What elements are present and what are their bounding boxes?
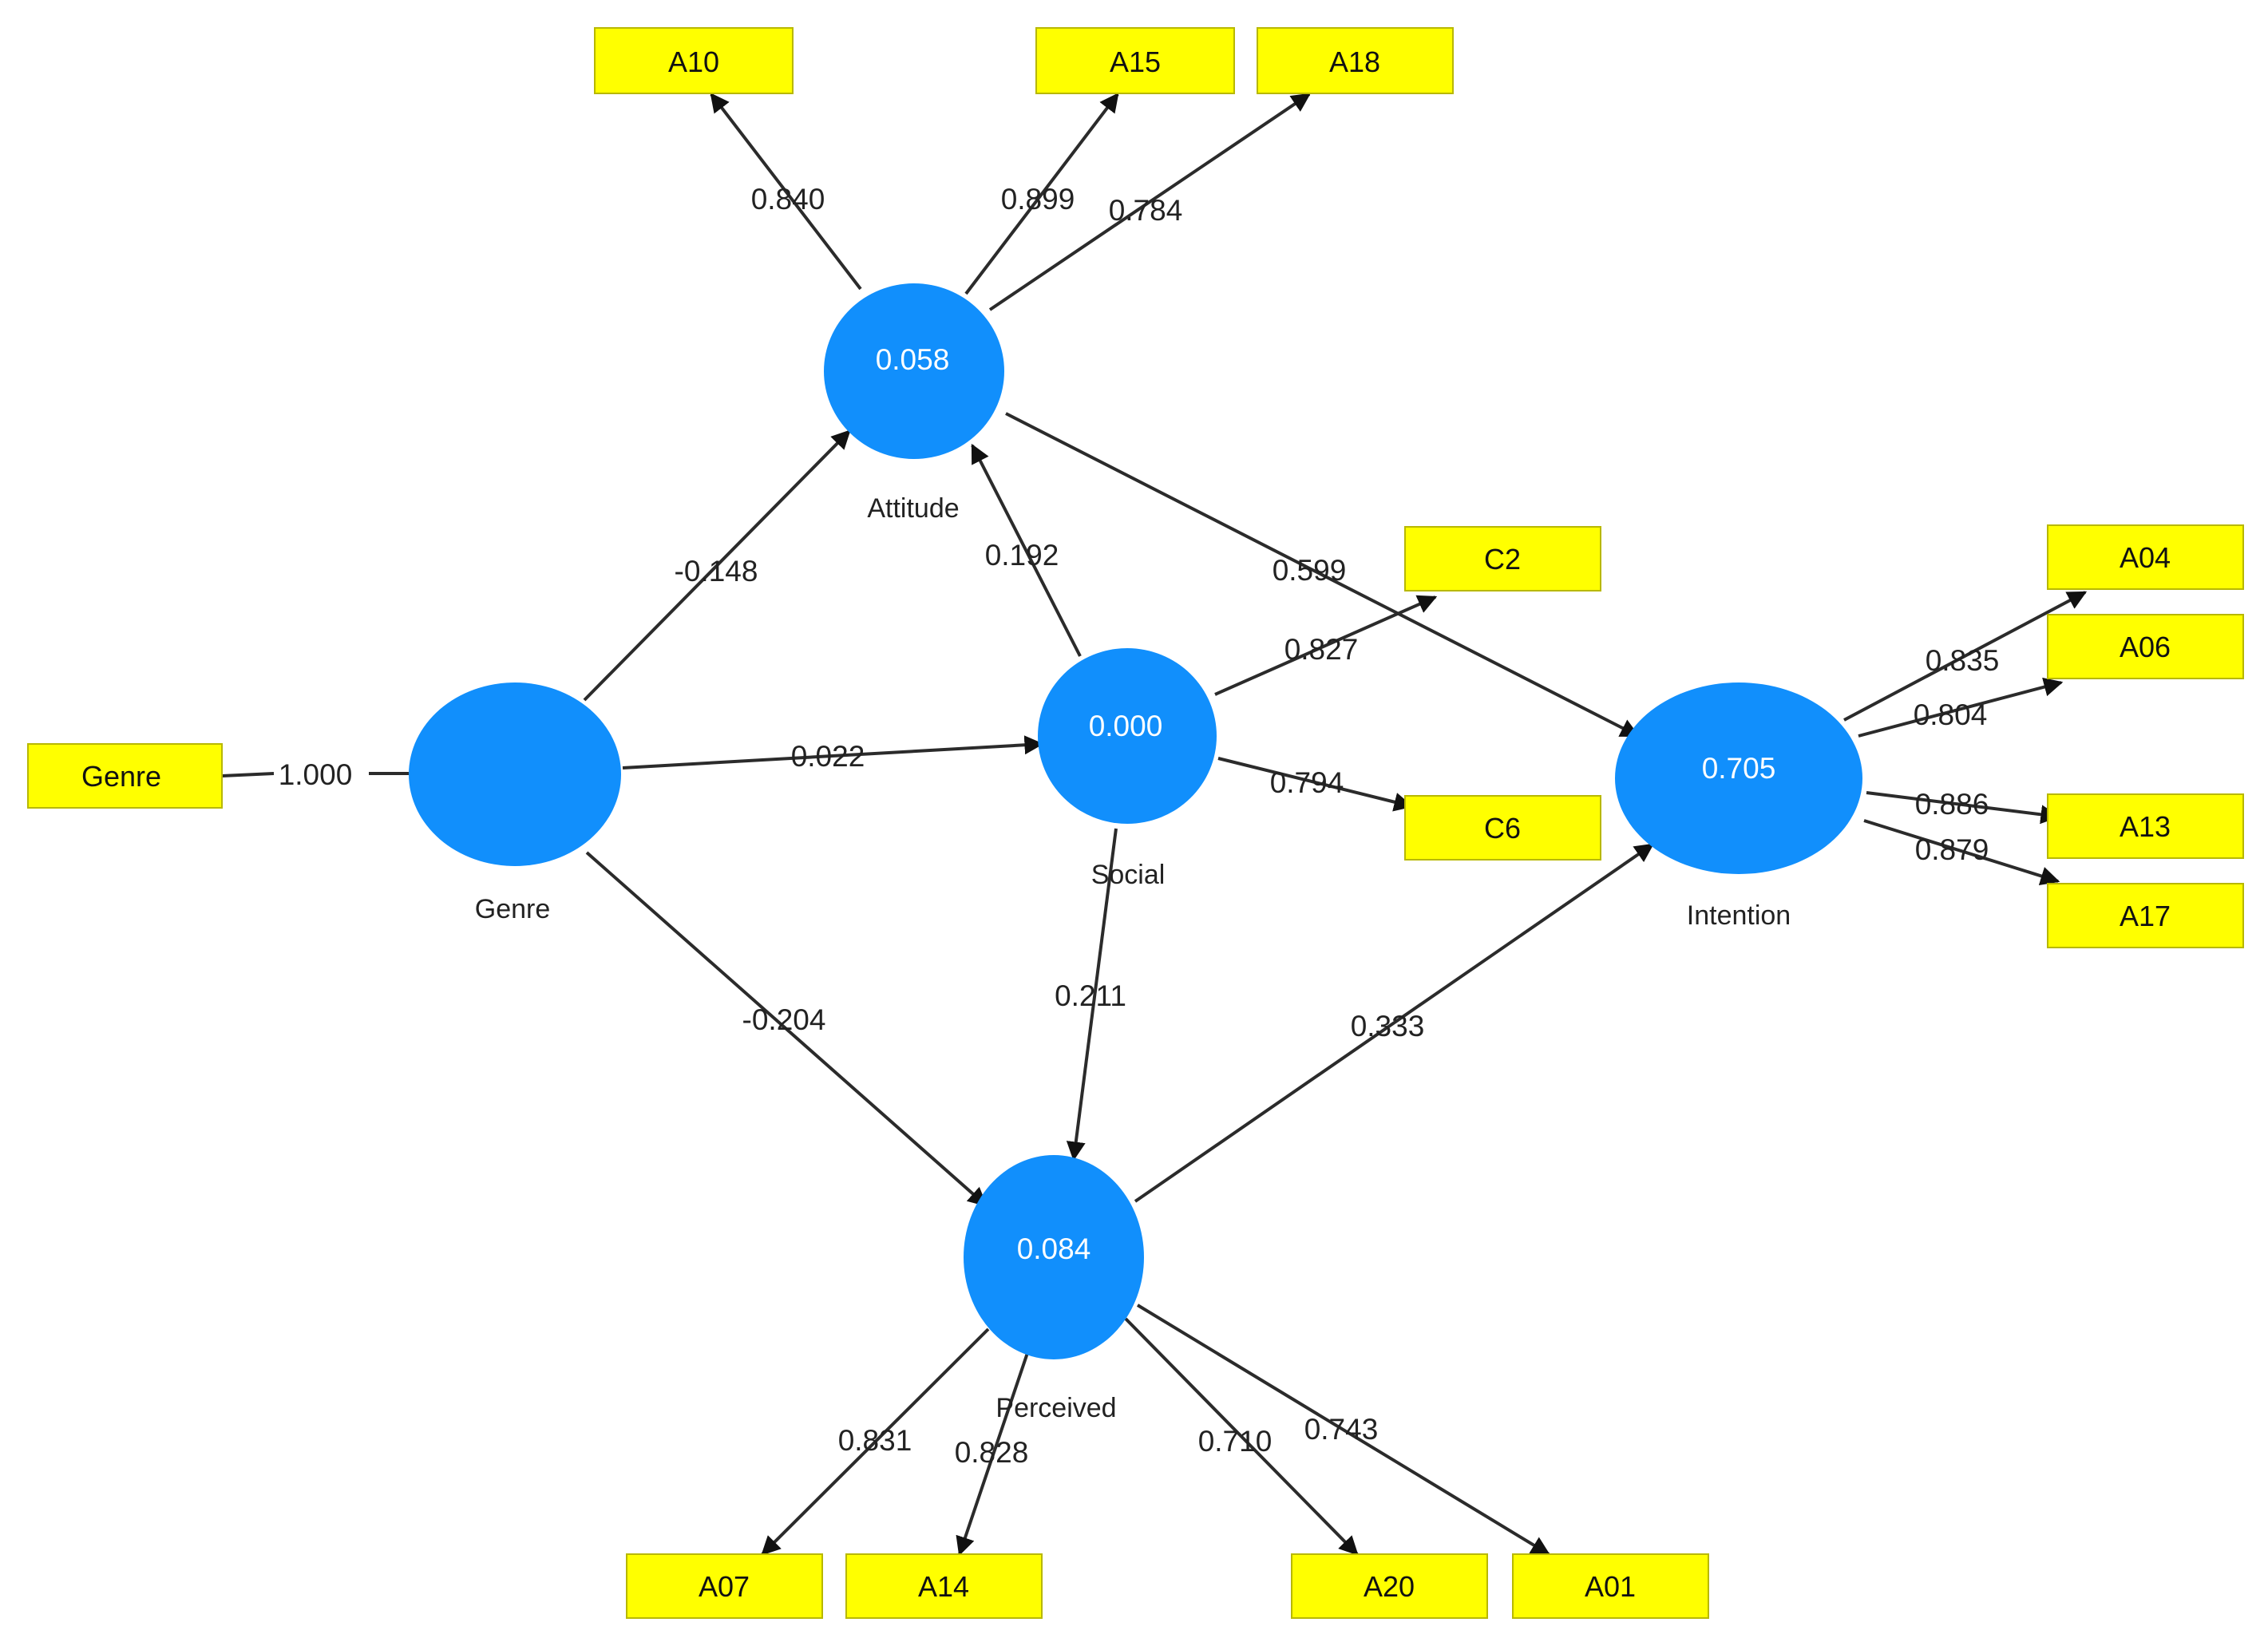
edge-attitude-a10 bbox=[710, 93, 862, 291]
latent-attitude[interactable]: 0.058 Attitude bbox=[824, 283, 1004, 524]
edge-genre-perceived bbox=[585, 851, 988, 1207]
edge-perceived-a01 bbox=[1136, 1304, 1551, 1556]
latent-social-circle bbox=[1038, 648, 1217, 824]
indicator-a04-label: A04 bbox=[2120, 541, 2171, 574]
indicator-c6-label: C6 bbox=[1484, 812, 1521, 845]
label-intention-a04: 0.835 bbox=[1926, 644, 2000, 677]
edge-intention-a13 bbox=[1866, 791, 2060, 825]
indicator-a01-label: A01 bbox=[1585, 1570, 1636, 1603]
indicator-a15-label: A15 bbox=[1110, 45, 1161, 78]
edge-attitude-a18 bbox=[988, 93, 1311, 311]
edge-genre-social bbox=[622, 735, 1044, 770]
indicator-a04[interactable]: A04 bbox=[2047, 524, 2244, 590]
indicator-a20-label: A20 bbox=[1364, 1570, 1415, 1603]
label-attitude-a10: 0.840 bbox=[751, 183, 825, 216]
indicator-a01[interactable]: A01 bbox=[1512, 1553, 1709, 1619]
label-attitude-a18: 0.784 bbox=[1109, 194, 1183, 227]
indicator-a14-label: A14 bbox=[918, 1570, 969, 1603]
label-social-perceived: 0.211 bbox=[1055, 979, 1126, 1012]
latent-intention-value: 0.705 bbox=[1702, 752, 1776, 785]
latent-perceived-circle bbox=[964, 1155, 1144, 1359]
indicator-a07[interactable]: A07 bbox=[626, 1553, 823, 1619]
edge-genre-indicator bbox=[221, 772, 275, 777]
indicator-a06-label: A06 bbox=[2120, 631, 2171, 663]
edge-genre-attitude bbox=[583, 429, 851, 702]
latent-social-value: 0.000 bbox=[1089, 710, 1163, 742]
label-perceived-a01: 0.743 bbox=[1304, 1413, 1379, 1446]
label-perceived-a20: 0.710 bbox=[1198, 1425, 1273, 1458]
indicator-a06[interactable]: A06 bbox=[2047, 614, 2244, 679]
latent-attitude-name: Attitude bbox=[867, 493, 959, 524]
edge-attitude-a15 bbox=[964, 93, 1119, 295]
latent-social[interactable]: 0.000 Social bbox=[1038, 648, 1217, 890]
latent-intention-name: Intention bbox=[1687, 900, 1791, 931]
indicator-a15[interactable]: A15 bbox=[1035, 27, 1235, 94]
indicator-a07-label: A07 bbox=[699, 1570, 750, 1603]
label-attitude-intention: 0.599 bbox=[1273, 554, 1347, 587]
latent-intention[interactable]: 0.705 Intention bbox=[1615, 682, 1862, 931]
indicator-a18-label: A18 bbox=[1329, 45, 1380, 78]
latent-attitude-circle bbox=[824, 283, 1004, 459]
indicator-c2[interactable]: C2 bbox=[1404, 526, 1601, 591]
edge-intention-a17 bbox=[1863, 819, 2060, 886]
latent-genre-name: Genre bbox=[475, 894, 551, 924]
edge-perceived-a07 bbox=[761, 1327, 990, 1556]
indicator-genre-label: Genre bbox=[81, 760, 161, 793]
label-genre-attitude: -0.148 bbox=[675, 555, 758, 588]
edge-attitude-intention bbox=[1005, 412, 1641, 738]
label-social-c2: 0.827 bbox=[1284, 633, 1359, 666]
label-perceived-a14: 0.828 bbox=[955, 1436, 1029, 1469]
latent-genre-circle bbox=[409, 682, 621, 866]
label-perceived-a07: 0.831 bbox=[838, 1424, 912, 1457]
edge-intention-a04 bbox=[1843, 591, 2088, 722]
label-social-attitude: 0.192 bbox=[985, 539, 1059, 572]
label-genre-social: 0.022 bbox=[791, 740, 865, 773]
latent-attitude-value: 0.058 bbox=[876, 343, 950, 376]
indicator-c6[interactable]: C6 bbox=[1404, 795, 1601, 861]
edge-intention-a06 bbox=[1858, 677, 2064, 738]
latent-perceived[interactable]: 0.084 Perceived bbox=[964, 1155, 1144, 1423]
edge-perceived-a20 bbox=[1124, 1317, 1359, 1556]
label-attitude-a15: 0.899 bbox=[1001, 183, 1075, 216]
label-genre-perceived: -0.204 bbox=[742, 1003, 826, 1036]
edge-social-attitude bbox=[971, 443, 1082, 657]
indicator-a13[interactable]: A13 bbox=[2047, 793, 2244, 859]
latent-intention-circle bbox=[1615, 682, 1862, 874]
label-social-c6: 0.794 bbox=[1270, 766, 1344, 799]
indicator-a17-label: A17 bbox=[2120, 900, 2171, 932]
indicator-c2-label: C2 bbox=[1484, 543, 1521, 576]
label-intention-a06: 0.804 bbox=[1914, 698, 1988, 731]
edge-social-perceived bbox=[1066, 828, 1118, 1161]
edge-social-c6 bbox=[1217, 757, 1414, 812]
indicator-a13-label: A13 bbox=[2120, 810, 2171, 843]
edge-social-c2 bbox=[1214, 595, 1438, 696]
indicator-a10[interactable]: A10 bbox=[594, 27, 794, 94]
latent-perceived-value: 0.084 bbox=[1017, 1232, 1091, 1265]
indicator-a20[interactable]: A20 bbox=[1291, 1553, 1488, 1619]
indicator-a10-label: A10 bbox=[668, 45, 719, 78]
indicator-a17[interactable]: A17 bbox=[2047, 883, 2244, 948]
latent-perceived-name: Perceived bbox=[995, 1393, 1116, 1423]
label-intention-a17: 0.879 bbox=[1915, 833, 1989, 866]
label-genre-genre: 1.000 bbox=[279, 758, 353, 791]
label-perceived-intention: 0.333 bbox=[1351, 1010, 1425, 1043]
indicator-a14[interactable]: A14 bbox=[845, 1553, 1043, 1619]
indicator-genre[interactable]: Genre bbox=[27, 743, 223, 809]
edge-perceived-a14 bbox=[956, 1350, 1030, 1557]
edge-perceived-intention bbox=[1134, 843, 1654, 1203]
latent-genre[interactable]: Genre bbox=[409, 682, 621, 924]
label-intention-a13: 0.886 bbox=[1915, 788, 1989, 821]
indicator-a18[interactable]: A18 bbox=[1257, 27, 1454, 94]
latent-social-name: Social bbox=[1091, 860, 1166, 890]
